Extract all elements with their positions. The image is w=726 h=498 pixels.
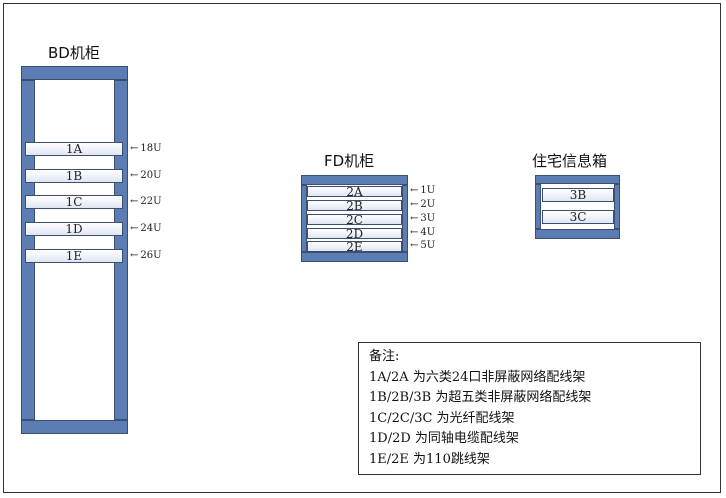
notes-box: 备注: 1A/2A 为六类24口非屏蔽网络配线架 1B/2B/3B 为超五类非屏… xyxy=(358,342,701,475)
notes-line: 1B/2B/3B 为超五类非屏蔽网络配线架 xyxy=(369,390,592,405)
bd-u-label: 20U xyxy=(130,170,161,181)
fd-u-label: 5U xyxy=(410,240,435,251)
fd-panel-2b: 2B xyxy=(307,200,402,212)
home-box-title: 住宅信息箱 xyxy=(532,152,608,170)
fd-cabinet-title: FD机柜 xyxy=(324,152,375,170)
home-panel-3b: 3B xyxy=(542,188,614,202)
bd-u-label: 26U xyxy=(130,250,161,261)
bd-panel-1b: 1B xyxy=(25,169,123,183)
fd-panel-2e: 2E xyxy=(307,241,402,253)
fd-panel-2d: 2D xyxy=(307,228,402,240)
bd-cabinet-title: BD机柜 xyxy=(48,44,100,62)
notes-line: 1D/2D 为同轴电缆配线架 xyxy=(369,431,519,446)
bd-panel-1a: 1A xyxy=(25,142,123,156)
bd-u-label: 24U xyxy=(130,223,161,234)
fd-panel-2a: 2A xyxy=(307,186,402,198)
notes-heading: 备注: xyxy=(369,349,400,364)
fd-u-label: 3U xyxy=(410,213,435,224)
fd-cabinet-right-rail xyxy=(402,185,408,252)
diagram-frame xyxy=(3,3,721,493)
bd-cabinet-bottom xyxy=(21,420,128,434)
notes-line: 1E/2E 为110跳线架 xyxy=(369,451,490,467)
home-box-left-rail xyxy=(535,184,541,229)
home-box-top xyxy=(535,175,620,184)
bd-panel-1c: 1C xyxy=(25,195,123,209)
bd-cabinet-top xyxy=(21,66,128,80)
home-box-right-rail xyxy=(614,184,620,229)
notes-line: 1A/2A 为六类24口非屏蔽网络配线架 xyxy=(369,369,586,385)
bd-u-label: 22U xyxy=(130,196,161,207)
home-box-body xyxy=(535,175,620,239)
fd-u-label: 1U xyxy=(410,185,435,196)
fd-u-label: 2U xyxy=(410,199,435,210)
fd-cabinet-top xyxy=(301,175,408,185)
fd-cabinet-left-rail xyxy=(301,185,307,252)
bd-panel-1e: 1E xyxy=(25,249,123,263)
notes-line: 1C/2C/3C 为光纤配线架 xyxy=(369,410,515,426)
home-box-bottom xyxy=(535,229,620,239)
bd-u-label: 18U xyxy=(130,143,161,154)
home-panel-3c: 3C xyxy=(542,210,614,224)
bd-panel-1d: 1D xyxy=(25,222,123,236)
fd-u-label: 4U xyxy=(410,227,435,238)
fd-panel-2c: 2C xyxy=(307,214,402,226)
fd-cabinet-bottom xyxy=(301,252,408,262)
